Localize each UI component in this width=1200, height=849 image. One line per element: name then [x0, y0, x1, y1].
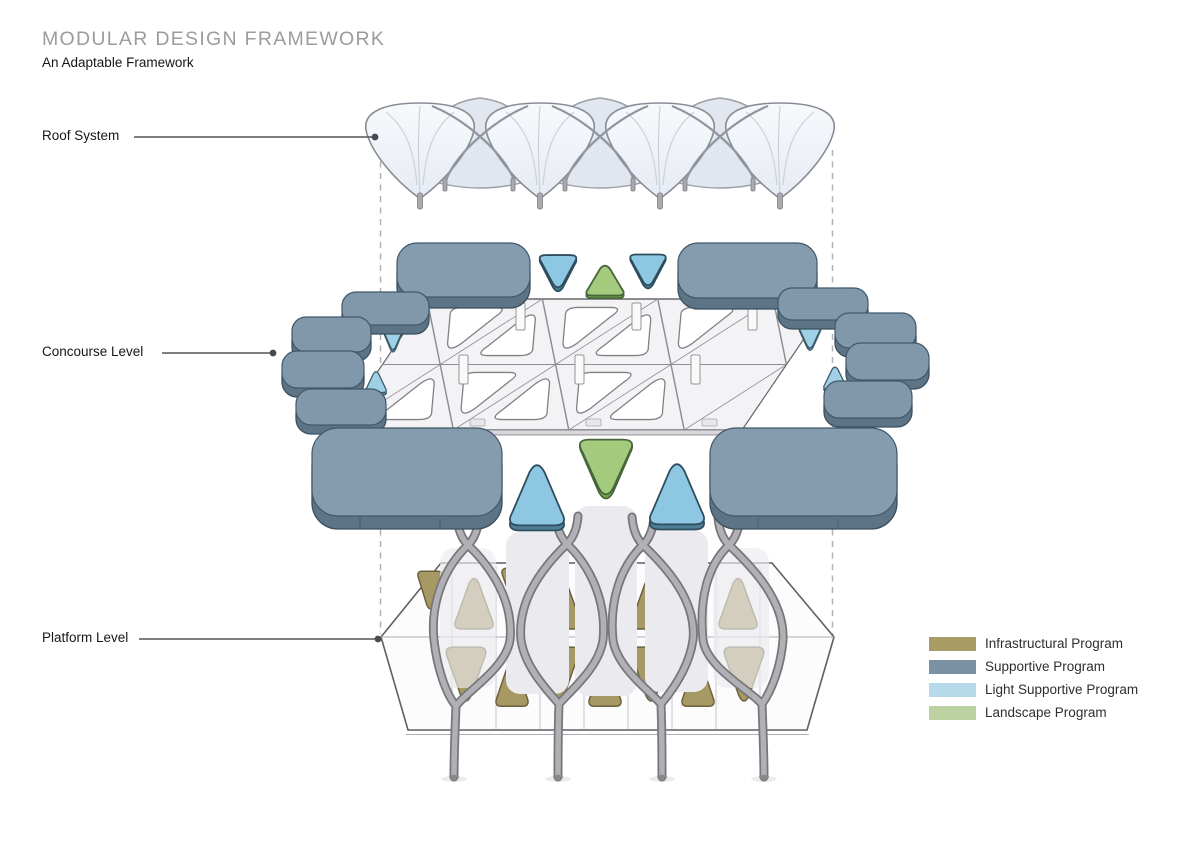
roof-ribs: [431, 104, 769, 181]
platform-level-label: Platform Level: [42, 630, 129, 645]
page-title: MODULAR DESIGN FRAMEWORK: [42, 28, 386, 50]
legend-label: Landscape Program: [985, 705, 1107, 720]
legend-item-light-supportive: Light Supportive Program: [929, 683, 1138, 697]
legend-swatch-infrastructural: [929, 637, 976, 651]
pod: [845, 342, 930, 390]
legend-label: Infrastructural Program: [985, 636, 1124, 651]
structural-trees: [428, 511, 788, 782]
platform-level: [380, 438, 835, 782]
leader-lines: [134, 133, 382, 643]
roof-legs: [417, 177, 783, 210]
pod: [396, 242, 531, 309]
legend: Infrastructural Program Supportive Progr…: [929, 637, 1138, 720]
roof-system-label: Roof System: [42, 128, 120, 143]
roof-front-shells: [365, 102, 835, 199]
legend-swatch-landscape: [929, 706, 976, 720]
legend-label: Supportive Program: [985, 659, 1106, 674]
tree: [516, 511, 609, 782]
pod: [311, 427, 503, 530]
pod: [295, 388, 387, 435]
supportive-pods: [281, 242, 930, 530]
legend-label: Light Supportive Program: [985, 682, 1139, 697]
tree: [428, 512, 515, 782]
roof-system: [365, 97, 835, 210]
legend-item-landscape: Landscape Program: [929, 706, 1138, 720]
legend-item-supportive: Supportive Program: [929, 660, 1138, 674]
concourse-level-label: Concourse Level: [42, 344, 144, 359]
pod: [281, 350, 365, 398]
legend-swatch-supportive: [929, 660, 976, 674]
concourse-program-triangles: [538, 253, 667, 300]
escalators: [458, 302, 758, 427]
tree: [697, 512, 788, 782]
tree: [607, 512, 698, 782]
roof-creases: [385, 105, 815, 195]
legend-item-infrastructural: Infrastructural Program: [929, 637, 1138, 651]
concourse-level: [281, 242, 930, 530]
pod: [709, 427, 898, 530]
legend-swatch-light-supportive: [929, 683, 976, 697]
pod: [823, 380, 913, 428]
page-subtitle: An Adaptable Framework: [42, 55, 194, 70]
